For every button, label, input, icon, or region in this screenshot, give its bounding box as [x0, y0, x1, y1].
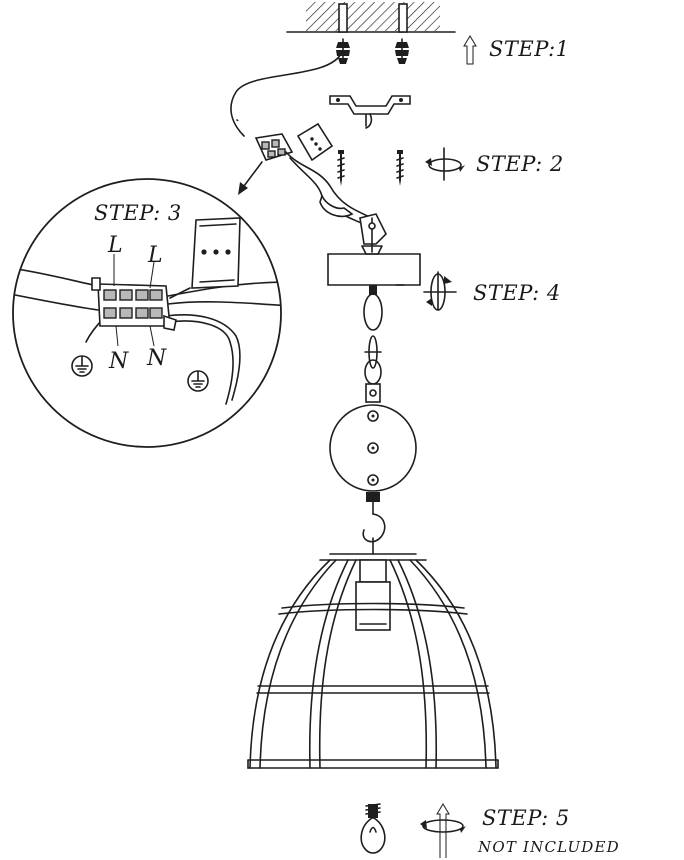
terminal-block — [254, 133, 294, 161]
live-label-2: L — [147, 243, 163, 268]
ceiling-canopy — [327, 245, 421, 286]
wiring-detail-circle — [12, 178, 282, 448]
step-3-label: STEP: 3 — [94, 201, 182, 225]
mounting-bracket — [329, 95, 411, 129]
chain — [363, 285, 383, 403]
wall-plug-icon — [336, 38, 350, 64]
step-1-label: STEP:1 — [489, 37, 570, 61]
rotate-arrow-icon — [425, 147, 465, 181]
supply-cable — [230, 51, 343, 144]
step-2-label: STEP: 2 — [476, 152, 564, 176]
ceiling-hatch-icon — [306, 2, 440, 31]
lamp-wire — [285, 151, 373, 227]
lamp-shade — [247, 553, 499, 769]
rotate-arrow-icon — [420, 803, 466, 858]
chain-link-icon — [363, 293, 383, 331]
neutral-label-2: N — [146, 346, 167, 371]
cover-plate — [296, 122, 334, 162]
rotate-arrow-icon — [423, 271, 457, 311]
chain-link-icon — [364, 335, 382, 369]
wall-plug-icon — [395, 38, 409, 64]
earth-symbol-icon — [187, 370, 209, 392]
neutral-label-1: N — [108, 349, 129, 374]
earth-symbol-icon — [71, 355, 93, 377]
chain-link-icon — [364, 359, 382, 385]
ceiling — [286, 2, 456, 33]
screw-icon — [396, 150, 404, 186]
screw-icon — [337, 150, 345, 186]
decorative-disc — [329, 404, 417, 492]
hook-icon — [362, 492, 386, 555]
not-included-note: NOT INCLUDED — [477, 838, 620, 856]
live-label-1: L — [107, 233, 123, 258]
detail-pointer — [243, 161, 263, 187]
step-4-label: STEP: 4 — [473, 281, 561, 305]
step-5-label: STEP: 5 — [482, 806, 570, 830]
light-bulb-icon — [360, 803, 386, 854]
up-arrow-icon — [463, 35, 477, 65]
